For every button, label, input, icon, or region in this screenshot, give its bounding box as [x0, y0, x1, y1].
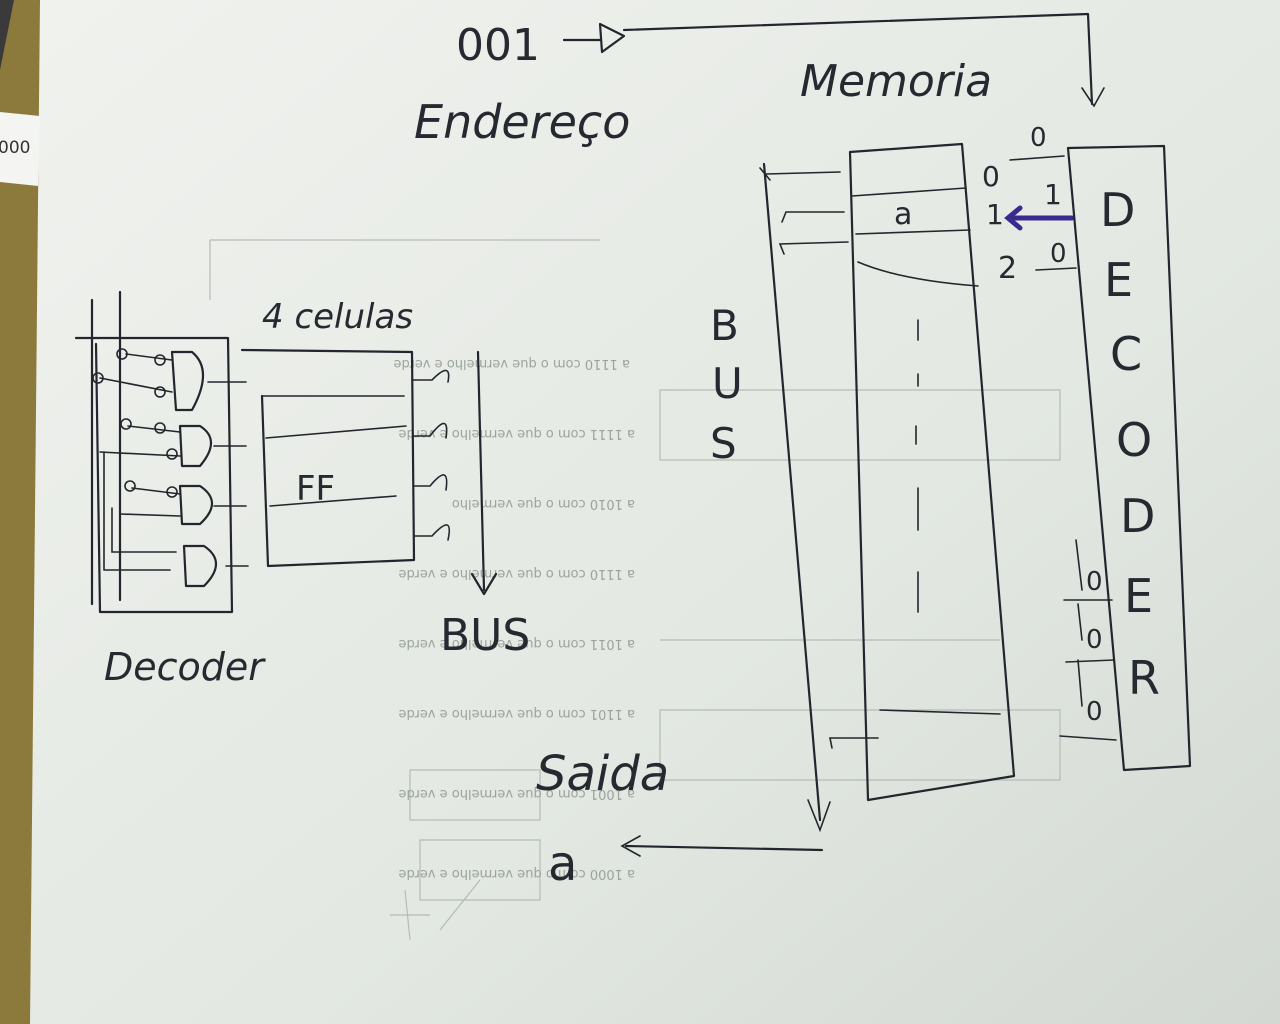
bus-tap [778, 241, 849, 255]
svg-text:a 1010 com o que vermelho: a 1010 com o que vermelho [452, 496, 635, 511]
svg-text:a 1101 com o que vermelho e ve: a 1101 com o que vermelho e verde [398, 706, 635, 721]
output-value: a [548, 836, 577, 892]
flipflop-label: FF [296, 469, 335, 509]
and-gate [92, 348, 247, 412]
address-arrow [598, 22, 626, 54]
memory-array [848, 142, 1016, 802]
left-title: 4 celulas [262, 297, 413, 337]
bus-line [476, 350, 486, 592]
output-arrow [624, 844, 824, 852]
select-bit: 0 [1050, 239, 1067, 269]
decoder-letter: D [1120, 489, 1155, 543]
select-bit: 1 [1044, 178, 1062, 211]
lower-bit: 0 [1086, 697, 1103, 727]
svg-text:a 1001 com o que vermelho e ve: a 1001 com o que vermelho e verde [398, 786, 635, 801]
memory-row-line [879, 709, 1001, 715]
svg-text:a 1110 com o que vermelho e ve: a 1110 com o que vermelho e verde [398, 566, 635, 581]
row-index: 0 [982, 160, 1000, 193]
svg-text:a 1111 com o que vermelho e ve: a 1111 com o que vermelho e verde [398, 426, 635, 441]
and-gate [119, 480, 247, 526]
sticky-label: 000 [0, 138, 30, 158]
svg-text:a 1000 com o que vermelho e ve: a 1000 com o que vermelho e verde [398, 866, 635, 881]
bus-tap [781, 211, 845, 223]
decoder-letter: R [1128, 651, 1160, 705]
output-bus-line [762, 162, 822, 822]
memory-row-line [851, 187, 967, 197]
and-gate [99, 418, 247, 468]
memory-row-line [857, 261, 979, 287]
decoder-letter: E [1104, 253, 1133, 307]
address-wire [622, 12, 1094, 106]
memory-label: Memoria [800, 56, 992, 107]
address-line [111, 507, 177, 553]
bus-tap [829, 737, 879, 749]
bus-tap [759, 167, 841, 181]
address-value: 001 [456, 20, 540, 71]
bus-letter: S [710, 419, 737, 468]
address-label: Endereço [414, 95, 630, 149]
row-index: 2 [998, 251, 1017, 286]
output-arrows [411, 369, 451, 541]
svg-text:a 1011 com o que vermelho e ve: a 1011 com o que vermelho e verde [398, 636, 635, 651]
memory-row-line [855, 229, 971, 235]
bus-letter: B [710, 301, 739, 350]
select-bit: 0 [1030, 123, 1047, 153]
decoder-letter: E [1124, 569, 1153, 623]
output-label: Saida [536, 746, 669, 802]
and-gate [182, 544, 249, 588]
memory-ellipsis [915, 319, 919, 613]
decoder-letter: C [1110, 327, 1142, 381]
decoder-box [74, 336, 234, 614]
decoder-letter: D [1100, 183, 1135, 237]
flipflop-block [240, 348, 416, 568]
memory-cell-value: a [894, 197, 912, 232]
row-index: 1 [986, 198, 1004, 231]
decoder-letter: O [1116, 413, 1152, 467]
svg-text:a 1110 com o que vermelho e ve: a 1110 com o que vermelho e verde [393, 356, 630, 371]
lower-bit: 0 [1086, 625, 1103, 655]
lower-bit: 0 [1086, 567, 1103, 597]
bus-arrow [470, 572, 498, 596]
decoder-column [1066, 144, 1192, 772]
address-line [103, 451, 171, 571]
bus-letter: U [712, 359, 743, 408]
decoder-label: Decoder [104, 645, 266, 689]
bus-label: BUS [440, 610, 530, 661]
